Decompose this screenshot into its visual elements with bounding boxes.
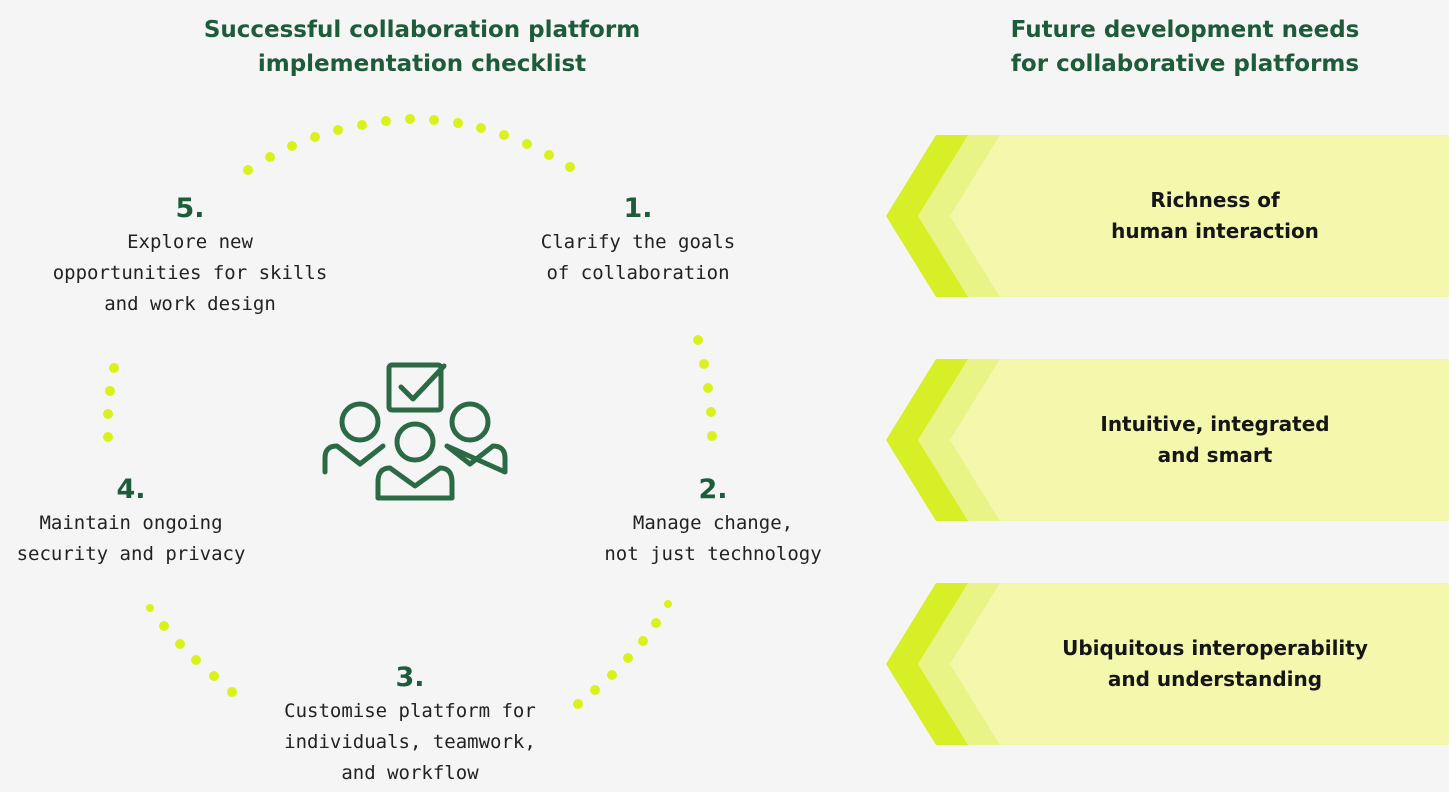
checklist-step-1: 1. Clarify the goals of collaboration [498, 192, 778, 289]
team-checklist-icon [322, 362, 508, 501]
step-number: 5. [175, 193, 205, 224]
future-need-label: Ubiquitous interoperability and understa… [1062, 636, 1368, 691]
step-text: Customise platform for individuals, team… [284, 700, 536, 784]
chevron-left-icon [886, 135, 1449, 297]
step-text: Maintain ongoing security and privacy [16, 512, 246, 565]
checklist-step-4: 4. Maintain ongoing security and privacy [0, 473, 262, 570]
checklist-step-2: 2. Manage change, not just technology [563, 473, 863, 570]
checklist-step-3: 3. Customise platform for individuals, t… [240, 661, 580, 789]
step-text: Manage change, not just technology [604, 512, 822, 565]
step-number: 2. [698, 474, 728, 505]
step-number: 1. [623, 193, 653, 224]
step-text: Explore new opportunities for skills and… [52, 231, 328, 315]
future-needs-heading: Future development needs for collaborati… [1010, 17, 1360, 77]
future-need-label: Richness of human interaction [1111, 188, 1319, 243]
checklist-step-5: 5. Explore new opportunities for skills … [40, 192, 340, 320]
dotted-cycle-arcs [103, 114, 717, 709]
future-need-band-1: Richness of human interaction [886, 135, 1449, 297]
chevron-left-icon [886, 583, 1449, 745]
future-need-band-2: Intuitive, integrated and smart [886, 359, 1449, 521]
future-need-band-3: Ubiquitous interoperability and understa… [886, 583, 1449, 745]
step-number: 3. [395, 662, 425, 693]
chevron-left-icon [886, 359, 1449, 521]
future-need-label: Intuitive, integrated and smart [1100, 412, 1330, 467]
checklist-heading: Successful collaboration platform implem… [203, 17, 641, 77]
step-number: 4. [116, 474, 146, 505]
step-text: Clarify the goals of collaboration [540, 231, 736, 284]
